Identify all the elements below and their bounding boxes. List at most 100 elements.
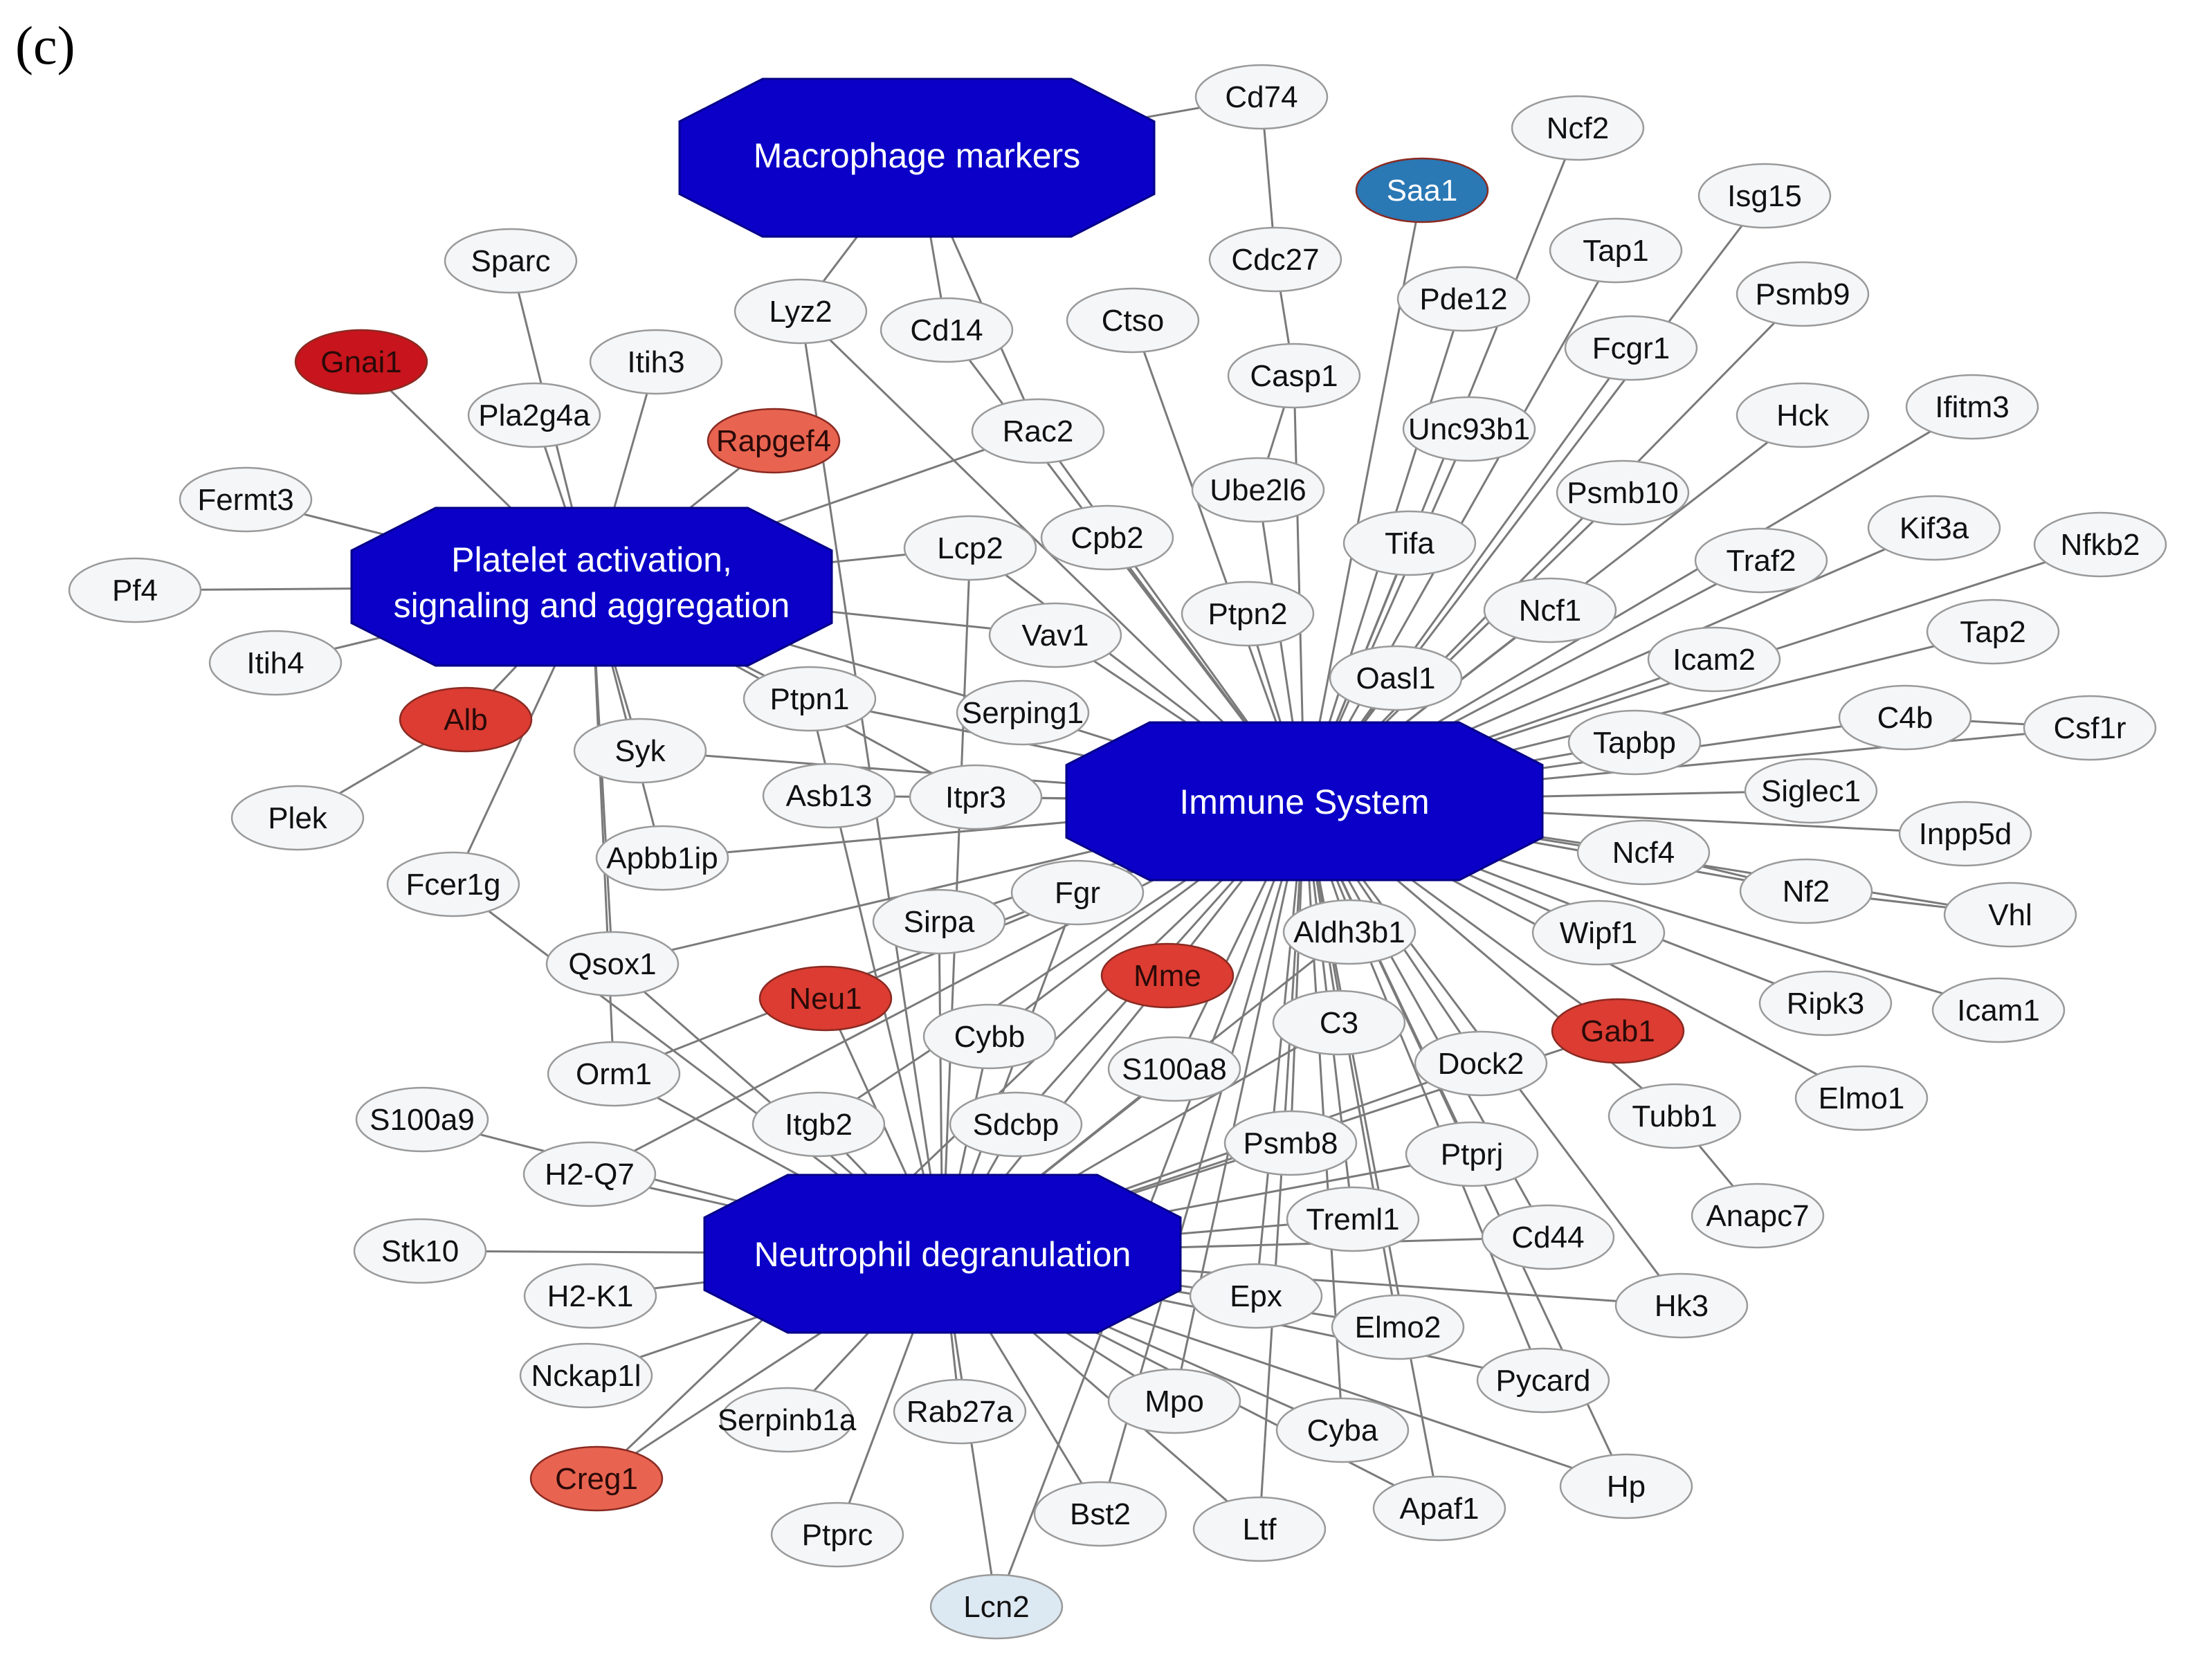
gene-node-Ncf2[interactable]: Ncf2 <box>1511 95 1645 161</box>
gene-node-Syk[interactable]: Syk <box>573 718 707 784</box>
gene-node-Wipf1[interactable]: Wipf1 <box>1531 900 1666 966</box>
gene-node-Nfkb2[interactable]: Nfkb2 <box>2033 511 2167 578</box>
gene-node-Sirpa[interactable]: Sirpa <box>872 888 1006 955</box>
gene-node-Ptpn1[interactable]: Ptpn1 <box>743 666 877 732</box>
hub-macro[interactable]: Macrophage markers <box>678 77 1156 238</box>
gene-node-Psmb8[interactable]: Psmb8 <box>1223 1110 1358 1176</box>
gene-node-Anapc7[interactable]: Anapc7 <box>1691 1183 1825 1249</box>
gene-node-Psmb10[interactable]: Psmb10 <box>1556 459 1690 526</box>
gene-node-Fgr[interactable]: Fgr <box>1010 859 1145 926</box>
gene-node-Ifitm3[interactable]: Ifitm3 <box>1905 374 2039 440</box>
gene-node-Casp1[interactable]: Casp1 <box>1227 343 1361 409</box>
gene-node-Mme[interactable]: Mme <box>1100 942 1235 1009</box>
gene-node-Hp[interactable]: Hp <box>1559 1453 1693 1519</box>
gene-node-H2-K1[interactable]: H2-K1 <box>523 1263 657 1329</box>
gene-node-Pde12[interactable]: Pde12 <box>1396 266 1531 332</box>
gene-node-Siglec1[interactable]: Siglec1 <box>1744 758 1878 824</box>
gene-node-Itgb2[interactable]: Itgb2 <box>752 1091 886 1158</box>
gene-node-Elmo2[interactable]: Elmo2 <box>1331 1294 1465 1360</box>
gene-node-Cybb[interactable]: Cybb <box>922 1003 1057 1070</box>
gene-node-Sdcbp[interactable]: Sdcbp <box>949 1091 1083 1158</box>
gene-node-Rapgef4[interactable]: Rapgef4 <box>707 408 841 474</box>
gene-node-Itih4[interactable]: Itih4 <box>208 630 343 696</box>
gene-node-Stk10[interactable]: Stk10 <box>353 1218 487 1284</box>
gene-node-Fcgr1[interactable]: Fcgr1 <box>1564 315 1698 381</box>
gene-node-Hck[interactable]: Hck <box>1736 382 1870 448</box>
gene-node-Ube2l6[interactable]: Ube2l6 <box>1191 457 1325 523</box>
gene-node-Traf2[interactable]: Traf2 <box>1694 527 1828 594</box>
hub-platelet[interactable]: Platelet activation,signaling and aggreg… <box>350 506 833 667</box>
gene-node-Ptpn2[interactable]: Ptpn2 <box>1181 581 1315 647</box>
gene-node-Elmo1[interactable]: Elmo1 <box>1794 1065 1929 1131</box>
gene-node-Rac2[interactable]: Rac2 <box>971 398 1105 464</box>
gene-node-Plek[interactable]: Plek <box>230 785 365 851</box>
gene-node-C4b[interactable]: C4b <box>1838 684 1972 751</box>
gene-node-Hk3[interactable]: Hk3 <box>1614 1272 1749 1339</box>
gene-node-Ltf[interactable]: Ltf <box>1192 1496 1327 1562</box>
gene-node-Pf4[interactable]: Pf4 <box>68 557 202 623</box>
gene-node-Itih3[interactable]: Itih3 <box>589 329 723 395</box>
gene-node-Saa1[interactable]: Saa1 <box>1355 157 1489 223</box>
gene-node-Ncf4[interactable]: Ncf4 <box>1576 819 1711 886</box>
gene-node-Fermt3[interactable]: Fermt3 <box>179 466 313 533</box>
gene-node-Ptprj[interactable]: Ptprj <box>1405 1121 1539 1187</box>
gene-node-Gab1[interactable]: Gab1 <box>1551 998 1685 1064</box>
gene-node-Isg15[interactable]: Isg15 <box>1697 163 1832 229</box>
gene-node-H2-Q7[interactable]: H2-Q7 <box>522 1141 657 1207</box>
gene-node-Oasl1[interactable]: Oasl1 <box>1329 645 1463 711</box>
gene-node-Aldh3b1[interactable]: Aldh3b1 <box>1282 899 1417 965</box>
gene-node-Lyz2[interactable]: Lyz2 <box>734 278 868 345</box>
gene-node-Bst2[interactable]: Bst2 <box>1033 1481 1167 1547</box>
gene-node-Psmb9[interactable]: Psmb9 <box>1736 261 1870 327</box>
gene-node-Kif3a[interactable]: Kif3a <box>1867 495 2001 561</box>
gene-node-Cdc27[interactable]: Cdc27 <box>1208 226 1342 293</box>
gene-node-C3[interactable]: C3 <box>1272 989 1406 1056</box>
gene-node-Serping1[interactable]: Serping1 <box>956 679 1090 746</box>
gene-node-Nf2[interactable]: Nf2 <box>1739 858 1873 924</box>
gene-node-Inpp5d[interactable]: Inpp5d <box>1898 801 2032 867</box>
gene-node-Cd44[interactable]: Cd44 <box>1481 1204 1615 1270</box>
gene-node-Cd74[interactable]: Cd74 <box>1194 64 1329 130</box>
gene-node-Creg1[interactable]: Creg1 <box>529 1445 664 1512</box>
gene-node-Gnai1[interactable]: Gnai1 <box>294 329 428 395</box>
gene-node-S100a8[interactable]: S100a8 <box>1107 1036 1241 1102</box>
gene-node-Neu1[interactable]: Neu1 <box>758 965 893 1032</box>
gene-node-Ncf1[interactable]: Ncf1 <box>1483 577 1617 643</box>
gene-node-Mpo[interactable]: Mpo <box>1107 1368 1241 1434</box>
hub-immune[interactable]: Immune System <box>1065 721 1544 882</box>
gene-node-Nckap1l[interactable]: Nckap1l <box>519 1342 653 1409</box>
gene-node-Vhl[interactable]: Vhl <box>1943 882 2077 948</box>
gene-node-Csf1r[interactable]: Csf1r <box>2023 695 2157 761</box>
gene-node-Apbb1ip[interactable]: Apbb1ip <box>595 825 729 891</box>
gene-node-Epx[interactable]: Epx <box>1189 1263 1323 1329</box>
gene-node-Sparc[interactable]: Sparc <box>444 228 578 294</box>
gene-node-Icam1[interactable]: Icam1 <box>1931 977 2066 1043</box>
gene-node-Dock2[interactable]: Dock2 <box>1414 1030 1548 1097</box>
hub-neutro[interactable]: Neutrophil degranulation <box>703 1174 1182 1334</box>
gene-node-Orm1[interactable]: Orm1 <box>547 1041 681 1107</box>
gene-node-Tap2[interactable]: Tap2 <box>1926 599 2060 665</box>
gene-node-Pla2g4a[interactable]: Pla2g4a <box>467 382 601 448</box>
gene-node-Treml1[interactable]: Treml1 <box>1286 1186 1420 1252</box>
gene-node-Asb13[interactable]: Asb13 <box>762 763 896 829</box>
gene-node-Icam2[interactable]: Icam2 <box>1647 626 1781 693</box>
gene-node-Lcn2[interactable]: Lcn2 <box>929 1573 1064 1640</box>
gene-node-Tubb1[interactable]: Tubb1 <box>1607 1083 1742 1149</box>
gene-node-Tap1[interactable]: Tap1 <box>1549 217 1683 284</box>
gene-node-Apaf1[interactable]: Apaf1 <box>1372 1475 1506 1542</box>
gene-node-Rab27a[interactable]: Rab27a <box>893 1378 1027 1445</box>
gene-node-Itpr3[interactable]: Itpr3 <box>909 764 1043 830</box>
gene-node-Serpinb1a[interactable]: Serpinb1a <box>718 1387 857 1453</box>
gene-node-Unc93b1[interactable]: Unc93b1 <box>1402 396 1536 462</box>
gene-node-Fcer1g[interactable]: Fcer1g <box>386 851 520 917</box>
gene-node-Tifa[interactable]: Tifa <box>1342 510 1477 576</box>
gene-node-Ctso[interactable]: Ctso <box>1066 287 1200 354</box>
gene-node-Pycard[interactable]: Pycard <box>1476 1347 1610 1414</box>
gene-node-Alb[interactable]: Alb <box>399 686 533 753</box>
gene-node-Ripk3[interactable]: Ripk3 <box>1758 970 1893 1037</box>
gene-node-Vav1[interactable]: Vav1 <box>988 602 1122 668</box>
gene-node-Cd14[interactable]: Cd14 <box>880 297 1014 363</box>
gene-node-Tapbp[interactable]: Tapbp <box>1567 709 1702 776</box>
gene-node-S100a9[interactable]: S100a9 <box>355 1086 489 1153</box>
gene-node-Cpb2[interactable]: Cpb2 <box>1040 504 1174 571</box>
